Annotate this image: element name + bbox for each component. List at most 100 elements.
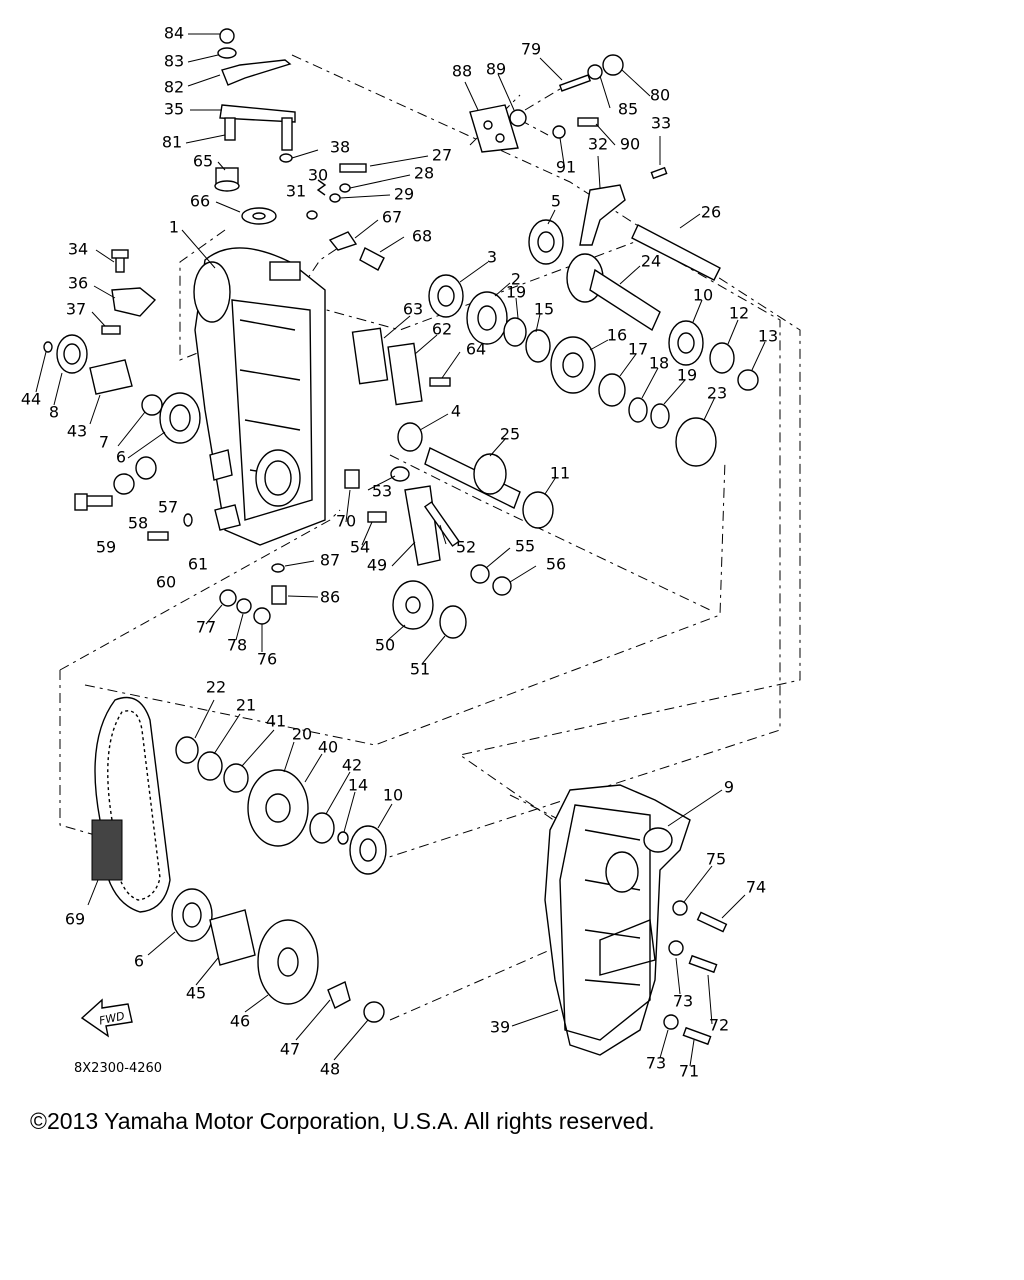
callout-30: 30 <box>308 166 328 185</box>
callout-90: 90 <box>620 135 640 154</box>
callout-26: 26 <box>701 203 721 222</box>
callout-47: 47 <box>280 1040 300 1059</box>
callout-8: 8 <box>49 403 59 422</box>
callout-48: 48 <box>320 1060 340 1079</box>
callout-87: 87 <box>320 551 340 570</box>
callout-84: 84 <box>164 24 184 43</box>
callout-6: 6 <box>134 952 144 971</box>
callout-25: 25 <box>500 425 520 444</box>
callout-22: 22 <box>206 678 226 697</box>
callout-70: 70 <box>336 512 356 531</box>
callout-29: 29 <box>394 185 414 204</box>
callout-14: 14 <box>348 776 368 795</box>
callout-32: 32 <box>588 135 608 154</box>
callout-56: 56 <box>546 555 566 574</box>
callout-23: 23 <box>707 384 727 403</box>
callout-69: 69 <box>65 910 85 929</box>
callout-77: 77 <box>196 618 216 637</box>
callout-labels: 84 83 82 35 81 65 66 1 34 36 37 44 8 43 … <box>21 24 778 1081</box>
callout-85: 85 <box>618 100 638 119</box>
callout-41: 41 <box>266 712 286 731</box>
callout-91: 91 <box>556 158 576 177</box>
callout-17: 17 <box>628 340 648 359</box>
callout-27: 27 <box>432 146 452 165</box>
callout-73: 73 <box>673 992 693 1011</box>
callout-13: 13 <box>758 327 778 346</box>
callout-79: 79 <box>521 40 541 59</box>
callout-38: 38 <box>330 138 350 157</box>
callout-54: 54 <box>350 538 370 557</box>
callout-35: 35 <box>164 100 184 119</box>
callout-10: 10 <box>383 786 403 805</box>
callout-59: 59 <box>96 538 116 557</box>
callout-64: 64 <box>466 340 486 359</box>
callout-89: 89 <box>486 60 506 79</box>
fwd-label: FWD <box>98 1009 126 1027</box>
callout-37: 37 <box>66 300 86 319</box>
callout-7: 7 <box>99 433 109 452</box>
forward-direction-arrow: FWD <box>80 998 133 1038</box>
assembly-lines <box>59 54 801 1021</box>
callout-62: 62 <box>432 320 452 339</box>
exploded-parts-diagram: FWD 8X2300-4260 84 83 82 35 81 65 66 1 3… <box>21 24 801 1081</box>
callout-9: 9 <box>724 778 734 797</box>
callout-42: 42 <box>342 756 362 775</box>
callout-43: 43 <box>67 422 87 441</box>
callout-40: 40 <box>318 738 338 757</box>
callout-4: 4 <box>451 402 461 421</box>
callout-1: 1 <box>169 218 179 237</box>
callout-28: 28 <box>414 164 434 183</box>
callout-12: 12 <box>729 304 749 323</box>
callout-6: 6 <box>116 448 126 467</box>
callout-36: 36 <box>68 274 88 293</box>
callout-50: 50 <box>375 636 395 655</box>
callout-20: 20 <box>292 725 312 744</box>
callout-68: 68 <box>412 227 432 246</box>
callout-18: 18 <box>649 354 669 373</box>
callout-72: 72 <box>709 1016 729 1035</box>
callout-2: 2 <box>511 270 521 289</box>
callout-58: 58 <box>128 514 148 533</box>
callout-61: 61 <box>188 555 208 574</box>
callout-11: 11 <box>550 464 570 483</box>
parts-components <box>43 28 759 1046</box>
callout-74: 74 <box>746 878 766 897</box>
callout-34: 34 <box>68 240 88 259</box>
callout-39: 39 <box>490 1018 510 1037</box>
callout-88: 88 <box>452 62 472 81</box>
callout-66: 66 <box>190 192 210 211</box>
callout-78: 78 <box>227 636 247 655</box>
callout-5: 5 <box>551 192 561 211</box>
callout-73: 73 <box>646 1054 666 1073</box>
callout-75: 75 <box>706 850 726 869</box>
drive-chain <box>91 696 171 913</box>
callout-21: 21 <box>236 696 256 715</box>
callout-82: 82 <box>164 78 184 97</box>
callout-3: 3 <box>487 248 497 267</box>
callout-44: 44 <box>21 390 41 409</box>
copyright-notice: ©2013 Yamaha Motor Corporation, U.S.A. A… <box>30 1108 655 1134</box>
callout-71: 71 <box>679 1062 699 1081</box>
callout-19: 19 <box>506 283 526 302</box>
callout-83: 83 <box>164 52 184 71</box>
callout-86: 86 <box>320 588 340 607</box>
callout-15: 15 <box>534 300 554 319</box>
callout-52: 52 <box>456 538 476 557</box>
callout-19: 19 <box>677 366 697 385</box>
callout-31: 31 <box>286 182 306 201</box>
callout-63: 63 <box>403 300 423 319</box>
callout-16: 16 <box>607 326 627 345</box>
callout-76: 76 <box>257 650 277 669</box>
callout-24: 24 <box>641 252 661 271</box>
callout-60: 60 <box>156 573 176 592</box>
callout-57: 57 <box>158 498 178 517</box>
callout-10: 10 <box>693 286 713 305</box>
callout-81: 81 <box>162 133 182 152</box>
callout-51: 51 <box>410 660 430 679</box>
callout-80: 80 <box>650 86 670 105</box>
callout-67: 67 <box>382 208 402 227</box>
callout-33: 33 <box>651 114 671 133</box>
callout-45: 45 <box>186 984 206 1003</box>
callout-65: 65 <box>193 152 213 171</box>
right-case-housing <box>544 784 691 1056</box>
